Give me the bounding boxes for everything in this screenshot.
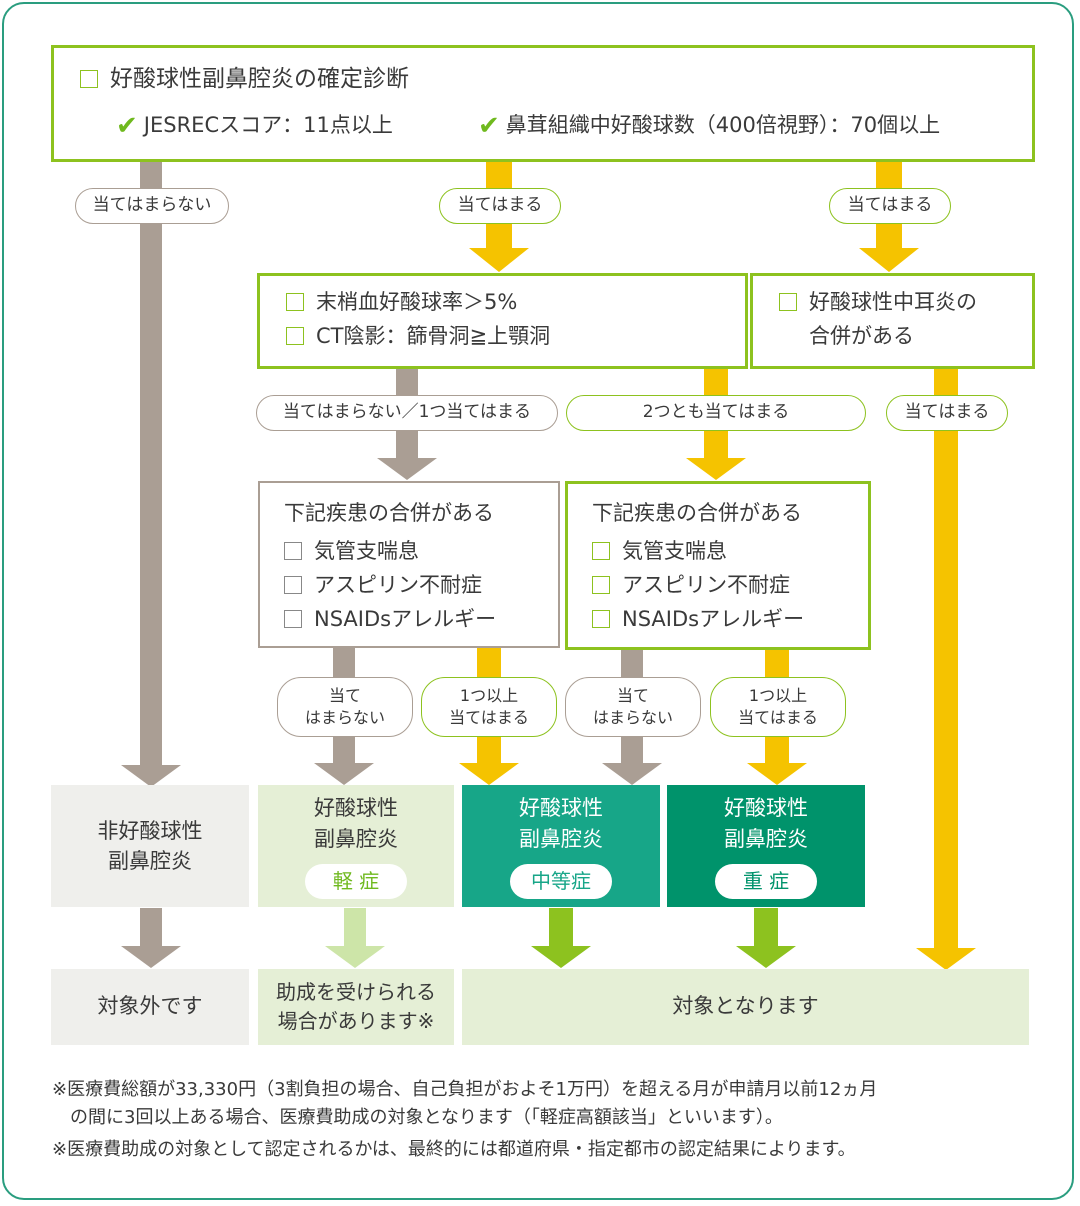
comorbid-item: NSAIDsアレルギー [284,609,496,630]
checkmark-icon: ✔ [116,111,138,141]
outcome-maybe: 助成を受けられる場合があります※ [258,969,454,1045]
checkmark-icon: ✔ [478,111,500,141]
label-none-or-one: 当てはまらない／1つ当てはまる [256,395,558,431]
result-non-eosinophilic: 非好酸球性副鼻腔炎 [51,785,249,907]
footnote-2: ※医療費助成の対象として認定されるかは、最終的には都道府県・指定都市の認定結果に… [52,1139,856,1160]
otitis-line-1: 好酸球性中耳炎の [779,292,977,313]
criterion-1-row: ✔JESRECスコア：11点以上 [116,113,393,139]
severity-badge-mild: 軽 症 [305,863,407,899]
otitis-box: 好酸球性中耳炎の 合併がある [750,273,1035,369]
footnote-1-line-1: ※医療費総額が33,330円（3割負担の場合、自己負担がおよそ1万円）を超える月… [52,1079,878,1100]
checkbox-icon [284,610,302,628]
severity-badge-severe: 重 症 [715,863,817,899]
comorbid-item: 気管支喘息 [592,541,727,562]
label-not-apply-2line: 当てはまらない [565,677,701,737]
label-one-plus: 1つ以上当てはまる [421,677,557,737]
severity-badge-moderate: 中等症 [510,863,612,899]
comorbid-item: NSAIDsアレルギー [592,609,804,630]
checkbox-icon [779,293,797,311]
criterion-1: JESRECスコア：11点以上 [143,113,393,137]
comorbid-title: 下記疾患の合併がある [284,501,494,525]
comorbid-title: 下記疾患の合併がある [592,501,802,525]
checkbox-icon [80,70,98,88]
outcome-excluded: 対象外です [51,969,249,1045]
criteria-item-1: 末梢血好酸球率＞5% [286,292,517,313]
label-not-apply-2line: 当てはまらない [277,677,413,737]
label-one-plus: 1つ以上当てはまる [710,677,846,737]
diagnosis-title: 好酸球性副鼻腔炎の確定診断 [110,66,409,92]
checkbox-icon [284,576,302,594]
outcome-eligible: 対象となります [462,969,1029,1045]
footnote-1-line-2: の間に3回以上ある場合、医療費助成の対象となります（「軽症高額該当」といいます）… [52,1107,783,1128]
label-both-apply: 2つとも当てはまる [566,395,866,431]
otitis-line-2: 合併がある [809,324,914,348]
diagnosis-box: 好酸球性副鼻腔炎の確定診断 ✔JESRECスコア：11点以上 ✔鼻茸組織中好酸球… [51,45,1035,162]
checkbox-icon [286,327,304,345]
checkbox-icon [284,542,302,560]
checkbox-icon [592,542,610,560]
criteria-item-2: CT陰影：篩骨洞≧上顎洞 [286,326,550,347]
label-apply: 当てはまる [439,188,561,224]
comorbid-item: アスピリン不耐症 [592,575,790,596]
label-not-apply: 当てはまらない [75,188,229,224]
checkbox-icon [592,610,610,628]
checkbox-icon [286,293,304,311]
checkbox-icon [592,576,610,594]
result-moderate: 好酸球性副鼻腔炎 中等症 [462,785,660,907]
label-apply: 当てはまる [886,395,1008,431]
diagnosis-title-row: 好酸球性副鼻腔炎の確定診断 [80,68,409,91]
comorbid-item: アスピリン不耐症 [284,575,482,596]
result-mild: 好酸球性副鼻腔炎 軽 症 [258,785,454,907]
criteria-box: 末梢血好酸球率＞5% CT陰影：篩骨洞≧上顎洞 [257,273,748,369]
criterion-2: 鼻茸組織中好酸球数（400倍視野）：70個以上 [505,113,941,137]
label-apply: 当てはまる [829,188,951,224]
comorbid-box-right: 下記疾患の合併がある 気管支喘息 アスピリン不耐症 NSAIDsアレルギー [565,481,871,650]
comorbid-item: 気管支喘息 [284,541,419,562]
criterion-2-row: ✔鼻茸組織中好酸球数（400倍視野）：70個以上 [478,113,940,139]
result-severe: 好酸球性副鼻腔炎 重 症 [667,785,865,907]
comorbid-box-left: 下記疾患の合併がある 気管支喘息 アスピリン不耐症 NSAIDsアレルギー [258,481,560,648]
